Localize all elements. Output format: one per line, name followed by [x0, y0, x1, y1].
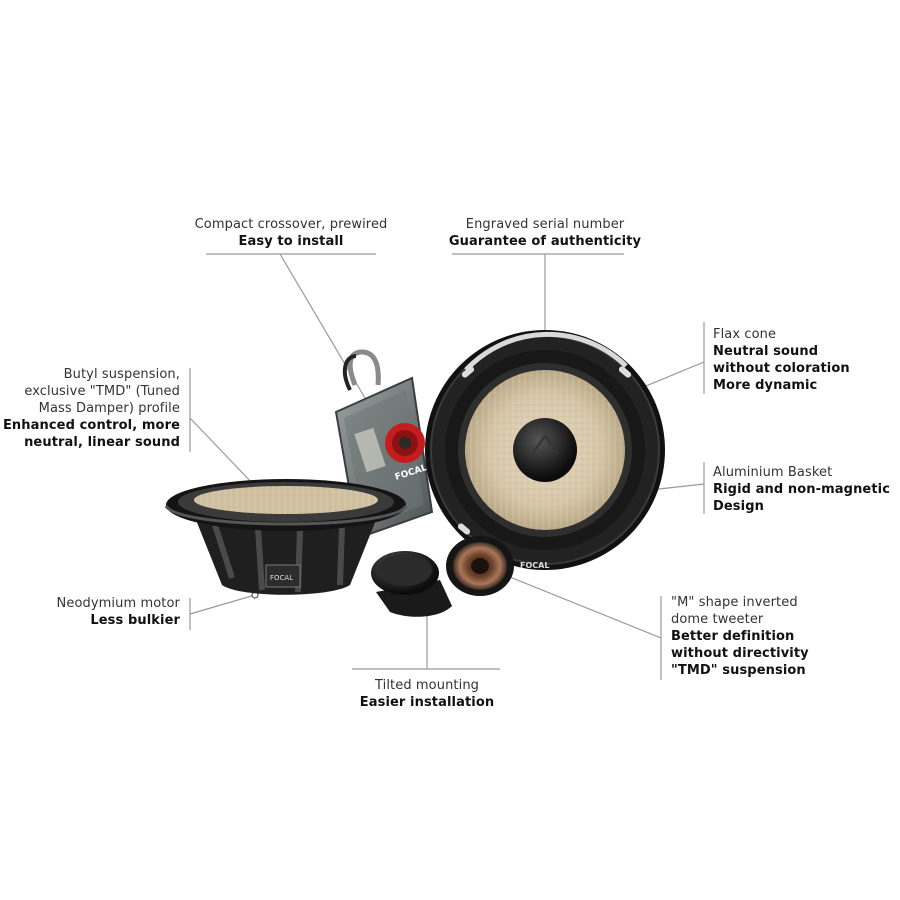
- crossover-desc: Compact crossover, prewired: [194, 217, 388, 232]
- woofer-side: FOCAL: [164, 479, 408, 595]
- basket-benefit-1: Rigid and non-magnetic: [713, 482, 891, 497]
- woofer-front: FOCAL: [425, 330, 665, 570]
- butyl-desc-2: exclusive "TMD" (Tuned: [24, 384, 180, 399]
- serial-desc: Engraved serial number: [465, 217, 625, 232]
- crossover-benefit: Easy to install: [238, 234, 344, 249]
- callout-crossover: Compact crossover, prewired Easy to inst…: [186, 216, 396, 250]
- tweeter-benefit-2: without directivity: [671, 646, 809, 661]
- callout-butyl: Butyl suspension, exclusive "TMD" (Tuned…: [0, 366, 180, 451]
- callout-tilted: Tilted mounting Easier installation: [327, 677, 527, 711]
- flax-benefit-3: More dynamic: [713, 378, 818, 393]
- butyl-desc-1: Butyl suspension,: [63, 367, 180, 382]
- tweeter-tilted: [371, 551, 452, 617]
- basket-desc: Aluminium Basket: [713, 465, 833, 480]
- tweeter-flat: [446, 536, 514, 596]
- tweeter-leader: [499, 572, 662, 680]
- motor-logo: FOCAL: [270, 574, 293, 582]
- callout-serial: Engraved serial number Guarantee of auth…: [435, 216, 655, 250]
- motor-benefit: Less bulkier: [90, 613, 180, 628]
- tweeter-desc-2: dome tweeter: [671, 612, 764, 627]
- callout-motor: Neodymium motor Less bulkier: [0, 595, 180, 629]
- tweeter-benefit-3: "TMD" suspension: [671, 663, 806, 678]
- tweeter-benefit-1: Better definition: [671, 629, 795, 644]
- tilted-desc: Tilted mounting: [374, 678, 480, 693]
- motor-desc: Neodymium motor: [56, 596, 180, 611]
- tilted-benefit: Easier installation: [359, 695, 495, 710]
- butyl-desc-3: Mass Damper) profile: [38, 401, 180, 416]
- callout-flax: Flax cone Neutral sound without colorati…: [713, 326, 893, 394]
- leader-lines: [189, 253, 705, 680]
- motor-leader: [189, 594, 256, 630]
- basket-benefit-2: Design: [713, 499, 764, 514]
- crossover-leader: [206, 253, 376, 416]
- woofer-logo: FOCAL: [520, 561, 549, 570]
- butyl-benefit-1: Enhanced control, more: [2, 418, 180, 433]
- callout-tweeter: "M" shape inverted dome tweeter Better d…: [671, 594, 871, 679]
- butyl-benefit-2: neutral, linear sound: [24, 435, 180, 450]
- flax-benefit-1: Neutral sound: [713, 344, 819, 359]
- tweeter-desc-1: "M" shape inverted: [671, 595, 798, 610]
- callout-basket: Aluminium Basket Rigid and non-magnetic …: [713, 464, 898, 515]
- flax-benefit-2: without coloration: [713, 361, 850, 376]
- basket-leader: [649, 462, 705, 514]
- butyl-leader: [189, 368, 254, 485]
- flax-desc: Flax cone: [713, 327, 777, 342]
- serial-benefit: Guarantee of authenticity: [448, 234, 642, 249]
